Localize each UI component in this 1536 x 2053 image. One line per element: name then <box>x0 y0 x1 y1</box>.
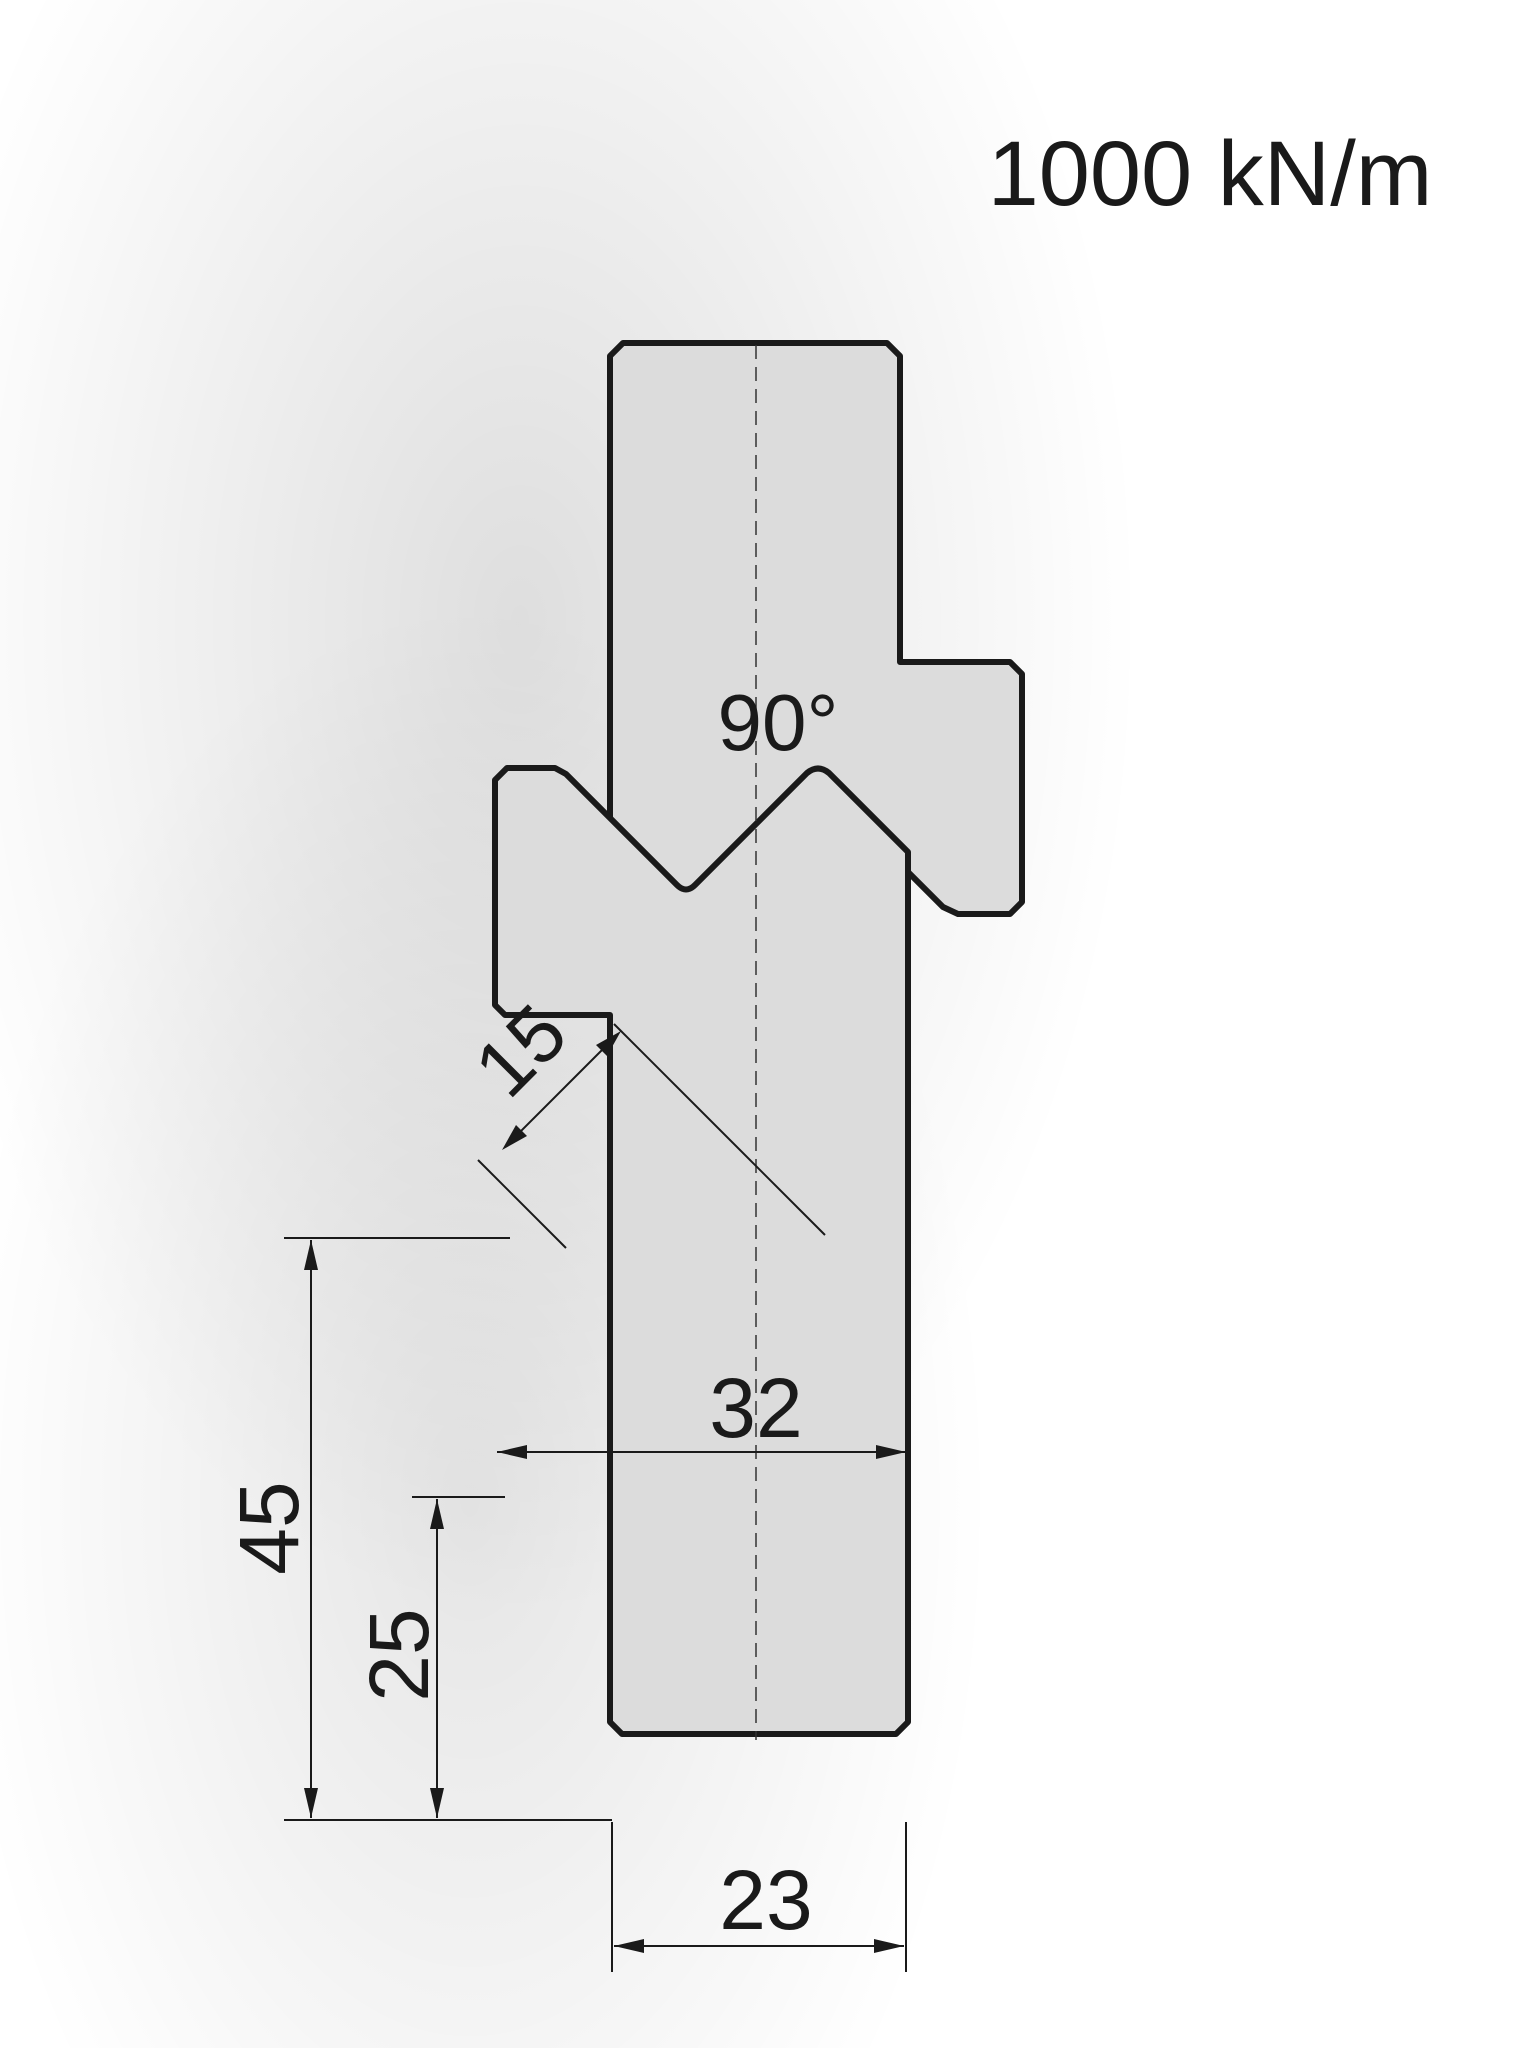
v-dimension-line <box>506 1035 617 1146</box>
die-width-label: 32 <box>709 1361 802 1455</box>
shoulder-dimension-arrow-top <box>430 1499 444 1529</box>
width-dimension-arrow-right <box>876 1445 906 1459</box>
v-extension-line-right <box>613 1023 826 1236</box>
shoulder-dimension-arrow-bottom <box>430 1788 444 1818</box>
v-extension-line-left <box>477 1159 567 1249</box>
v-dimension-arrow-1 <box>502 1125 527 1150</box>
force-rating-label: 1000 kN/m <box>988 123 1433 225</box>
die-height-label: 45 <box>222 1481 316 1574</box>
die-profile <box>492 765 911 1737</box>
punch-angle-label: 90° <box>718 678 839 767</box>
height-dimension-arrow-top <box>304 1240 318 1270</box>
height-dimension-arrow-bottom <box>304 1788 318 1818</box>
base-width-label: 23 <box>719 1853 812 1947</box>
width-dimension-arrow-left <box>497 1445 527 1459</box>
shoulder-height-label: 25 <box>352 1608 446 1701</box>
base-dimension-arrow-right <box>874 1939 904 1953</box>
v-dimension-arrow-2 <box>596 1031 621 1056</box>
base-dimension-arrow-left <box>614 1939 644 1953</box>
